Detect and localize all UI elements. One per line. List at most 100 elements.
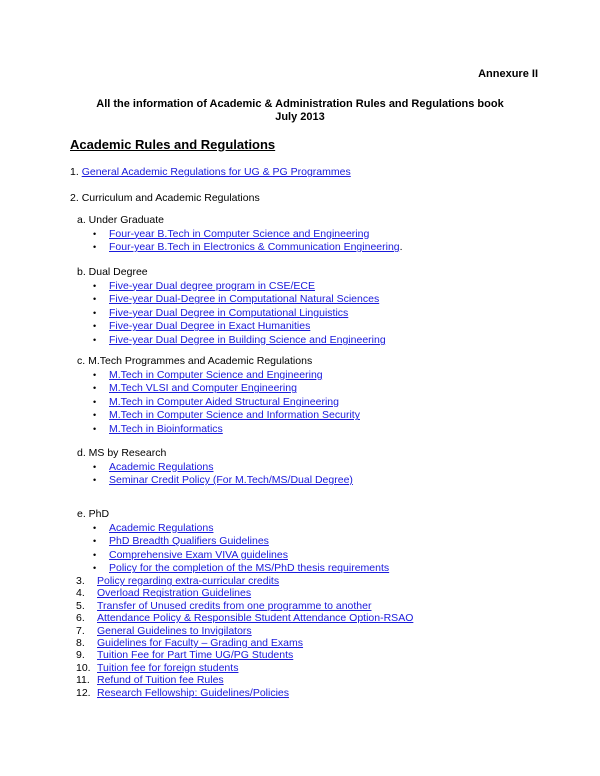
document-link[interactable]: Four-year B.Tech in Computer Science and… xyxy=(109,227,370,240)
list-item: • Four-year B.Tech in Electronics & Commu… xyxy=(93,241,403,253)
bullet-icon: • xyxy=(93,549,97,560)
numbered-item: 11. Refund of Tuition fee Rules xyxy=(76,674,224,686)
document-link[interactable]: General Guidelines to Invigilators xyxy=(97,624,252,637)
document-link[interactable]: Overload Registration Guidelines xyxy=(97,587,252,600)
document-link[interactable]: Policy for the completion of the MS/PhD … xyxy=(109,562,390,575)
list-item: • Five-year Dual Degree in Building Scien… xyxy=(93,334,386,346)
numbered-item: 4. Overload Registration Guidelines xyxy=(76,587,251,599)
item-number: 3. xyxy=(76,575,85,587)
bullet-icon: • xyxy=(93,536,97,547)
list-item: • Five-year Dual Degree in Exact Humaniti… xyxy=(93,320,310,332)
document-link[interactable]: Seminar Credit Policy (For M.Tech/MS/Dua… xyxy=(109,474,353,487)
list-item: • PhD Breadth Qualifiers Guidelines xyxy=(93,535,269,547)
bullet-icon: • xyxy=(93,461,97,472)
bullet-icon: • xyxy=(93,294,97,305)
document-link[interactable]: M.Tech in Computer Aided Structural Engi… xyxy=(109,395,339,408)
list-item: • M.Tech in Computer Science and Engineer… xyxy=(93,369,323,381)
list-item: • M.Tech VLSI and Computer Engineering xyxy=(93,382,297,394)
document-link[interactable]: Transfer of Unused credits from one prog… xyxy=(97,599,372,612)
bullet-icon: • xyxy=(93,307,97,318)
document-link[interactable]: Five-year Dual Degree in Exact Humanitie… xyxy=(109,320,311,333)
item-number: 1. xyxy=(70,166,79,178)
item-number: 6. xyxy=(76,612,85,625)
annexure-label: Annexure II xyxy=(478,68,538,80)
document-link[interactable]: Guidelines for Faculty – Grading and Exa… xyxy=(97,637,304,649)
list-item: • M.Tech in Computer Aided Structural Eng… xyxy=(93,396,339,408)
bullet-icon: • xyxy=(93,280,97,291)
document-link[interactable]: M.Tech in Computer Science and Engineeri… xyxy=(109,368,323,381)
numbered-item: 5. Transfer of Unused credits from one pr… xyxy=(76,600,372,612)
section-title: Academic Rules and Regulations xyxy=(70,137,276,152)
numbered-item: 3. Policy regarding extra-curricular cred… xyxy=(76,575,279,587)
list-item: • Seminar Credit Policy (For M.Tech/MS/Du… xyxy=(93,474,353,486)
list-item: • Academic Regulations xyxy=(93,522,213,534)
list-item: • M.Tech in Bioinformatics xyxy=(93,423,223,435)
bullet-icon: • xyxy=(93,228,97,239)
document-link[interactable]: Academic Regulations xyxy=(109,460,214,473)
bullet-icon: • xyxy=(93,563,97,574)
item-number: 2. xyxy=(70,192,79,204)
bullet-icon: • xyxy=(93,522,97,533)
group-label-b: b. Dual Degree xyxy=(77,266,148,278)
item-number: 5. xyxy=(76,599,85,612)
document-link[interactable]: Five-year Dual Degree in Computational L… xyxy=(109,306,349,319)
document-link[interactable]: M.Tech in Bioinformatics xyxy=(109,423,223,435)
item-number: 12. xyxy=(76,686,91,699)
bullet-icon: • xyxy=(93,424,97,434)
item-1: 1. General Academic Regulations for UG &… xyxy=(70,166,351,178)
document-link[interactable]: Policy regarding extra-curricular credit… xyxy=(97,575,280,587)
item-2: 2. Curriculum and Academic Regulations xyxy=(70,192,260,204)
list-item: • Comprehensive Exam VIVA guidelines xyxy=(93,549,288,561)
item-number: 8. xyxy=(76,637,85,649)
document-link[interactable]: Attendance Policy & Responsible Student … xyxy=(97,612,414,625)
list-item: • M.Tech in Computer Science and Informat… xyxy=(93,409,360,421)
list-item: • Five-year Dual degree program in CSE/EC… xyxy=(93,280,315,292)
document-date: July 2013 xyxy=(275,111,325,123)
bullet-icon: • xyxy=(93,396,97,407)
bullet-icon: • xyxy=(93,335,97,345)
item-label: Curriculum and Academic Regulations xyxy=(81,192,260,204)
group-label-c: c. M.Tech Programmes and Academic Regula… xyxy=(77,355,313,367)
numbered-item: 8. Guidelines for Faculty – Grading and E… xyxy=(76,637,303,649)
link-general-academic-regulations[interactable]: General Academic Regulations for UG & PG… xyxy=(81,166,351,178)
numbered-item: 12. Research Fellowship: Guidelines/Polic… xyxy=(76,687,289,699)
document-link[interactable]: Four-year B.Tech in Electronics & Commun… xyxy=(109,241,400,254)
item-number: 7. xyxy=(76,624,85,637)
document-link[interactable]: PhD Breadth Qualifiers Guidelines xyxy=(109,535,269,548)
trailing-period: . xyxy=(399,241,403,254)
document-link[interactable]: Five-year Dual degree program in CSE/ECE xyxy=(109,279,316,292)
bullet-icon: • xyxy=(93,321,97,332)
bullet-icon: • xyxy=(93,383,97,394)
document-link[interactable]: Five-year Dual Degree in Building Scienc… xyxy=(109,334,386,346)
bullet-icon: • xyxy=(93,475,97,486)
document-link[interactable]: M.Tech in Computer Science and Informati… xyxy=(109,409,360,422)
bullet-icon: • xyxy=(93,410,97,421)
document-link[interactable]: Tuition fee for foreign students xyxy=(97,661,239,674)
document-link[interactable]: Five-year Dual-Degree in Computational N… xyxy=(109,293,380,306)
list-item: • Five-year Dual Degree in Computational … xyxy=(93,307,348,319)
document-link[interactable]: Refund of Tuition fee Rules xyxy=(97,674,224,687)
bullet-icon: • xyxy=(93,242,97,253)
document-link[interactable]: M.Tech VLSI and Computer Engineering xyxy=(109,382,297,395)
item-number: 4. xyxy=(76,587,85,600)
document-link[interactable]: Academic Regulations xyxy=(109,521,214,534)
group-label-d: d. MS by Research xyxy=(77,447,167,459)
document-link[interactable]: Comprehensive Exam VIVA guidelines xyxy=(109,548,288,561)
list-item: • Five-year Dual-Degree in Computational … xyxy=(93,293,379,305)
document-title: All the information of Academic & Admini… xyxy=(96,98,504,110)
numbered-item: 9. Tuition Fee for Part Time UG/PG Studen… xyxy=(76,649,293,661)
numbered-item: 7. General Guidelines to Invigilators xyxy=(76,625,252,637)
list-item: • Policy for the completion of the MS/PhD… xyxy=(93,562,389,574)
numbered-item: 6. Attendance Policy & Responsible Studen… xyxy=(76,612,413,624)
numbered-item: 10. Tuition fee for foreign students xyxy=(76,662,238,674)
list-item: • Four-year B.Tech in Computer Science an… xyxy=(93,228,369,240)
item-number: 9. xyxy=(76,649,85,662)
list-item: • Academic Regulations xyxy=(93,461,213,473)
group-label-a: a. Under Graduate xyxy=(77,214,164,226)
item-number: 10. xyxy=(76,661,91,674)
group-label-e: e. PhD xyxy=(77,508,110,520)
document-link[interactable]: Tuition Fee for Part Time UG/PG Students xyxy=(97,649,294,662)
bullet-icon: • xyxy=(93,369,97,380)
document-link[interactable]: Research Fellowship: Guidelines/Policies xyxy=(97,686,290,699)
item-number: 11. xyxy=(76,674,90,687)
